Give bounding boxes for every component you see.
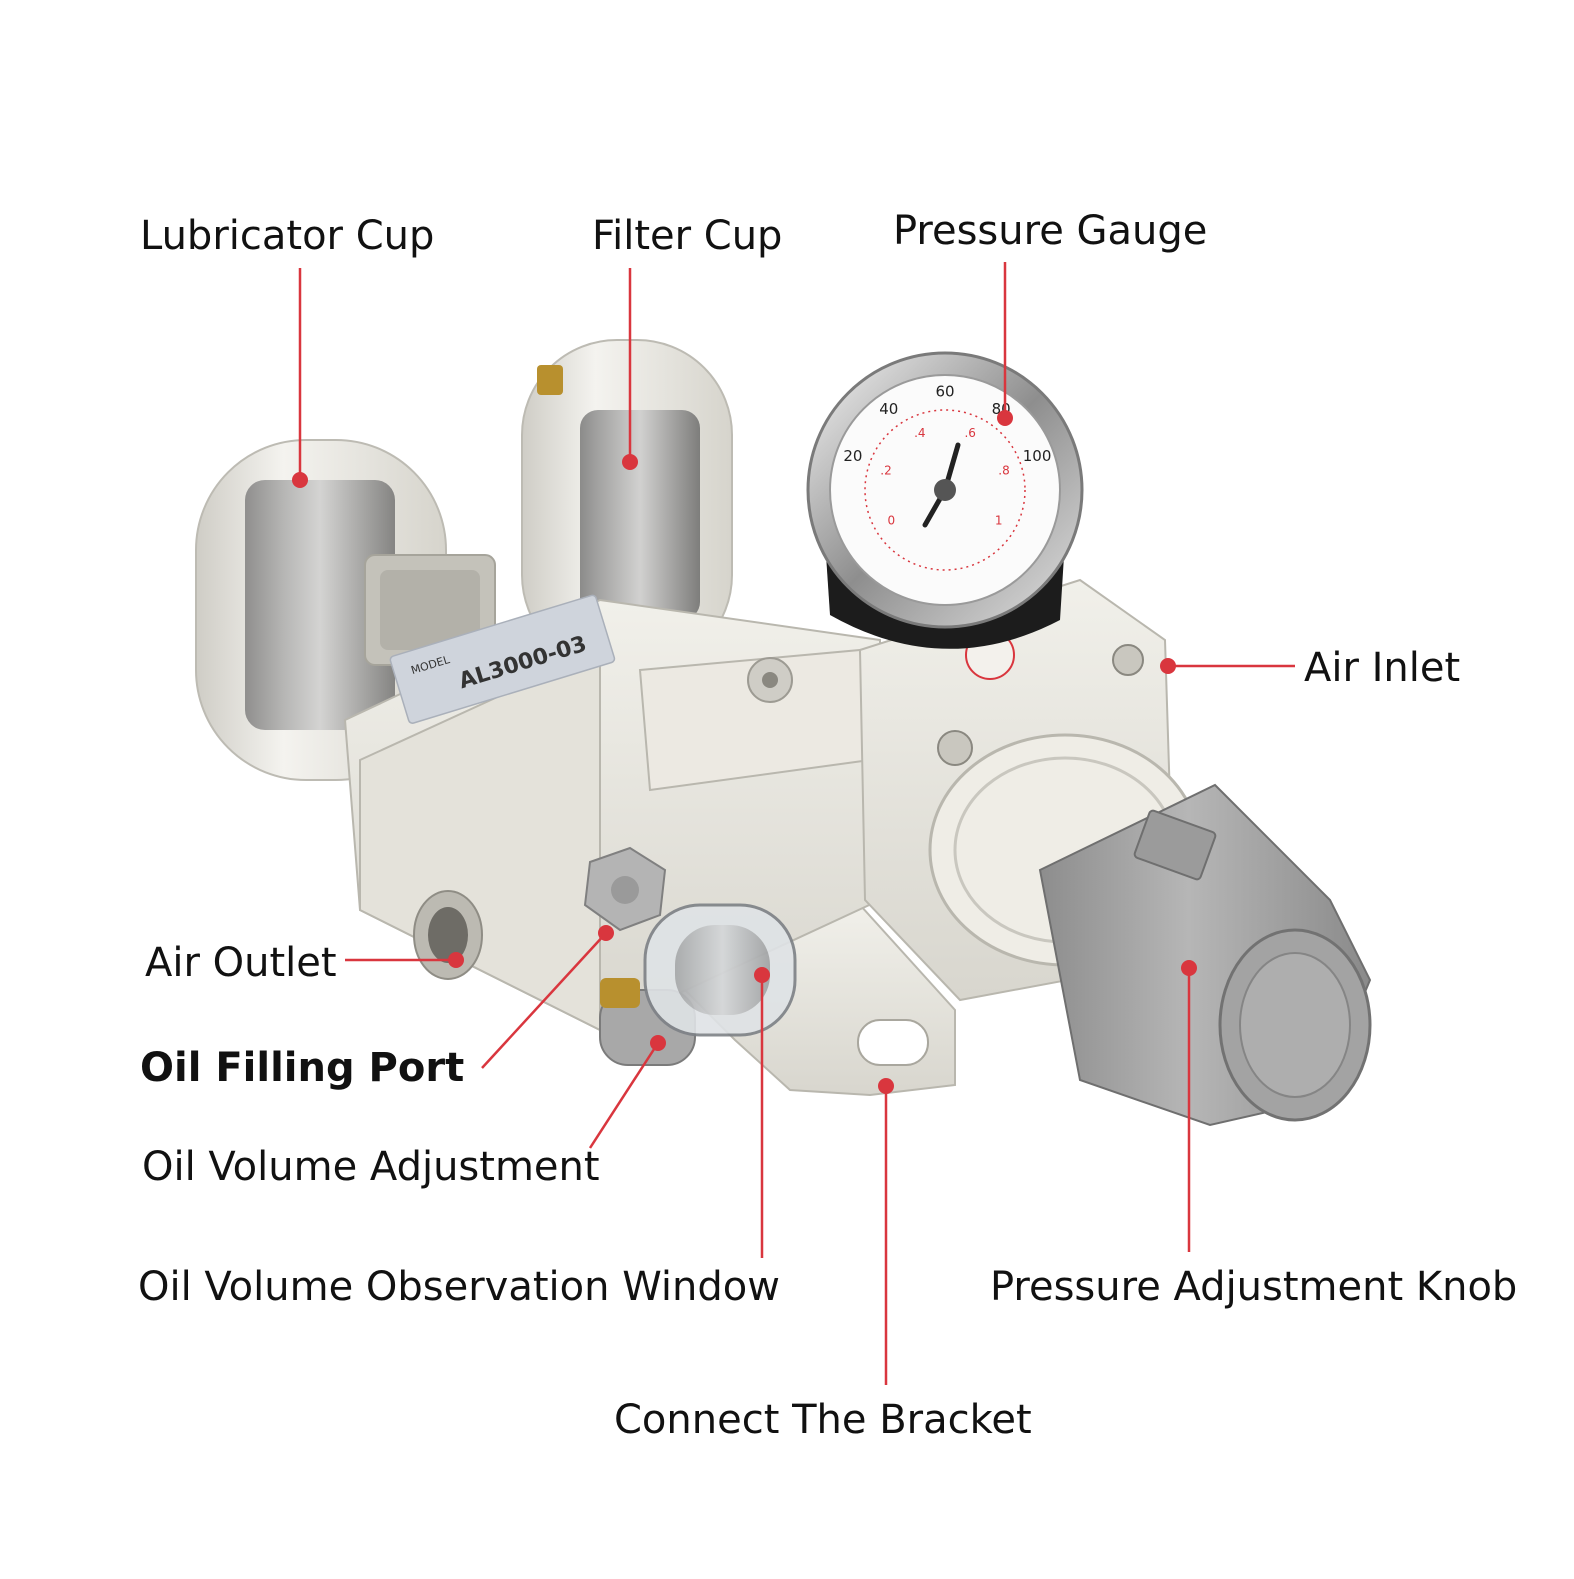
leader-dot-oil-volume-adjustment	[650, 1035, 666, 1051]
label-air-inlet: Air Inlet	[1304, 645, 1461, 691]
pressure-knob	[1038, 783, 1372, 1127]
label-oil-volume-observation-window: Oil Volume Observation Window	[138, 1264, 780, 1310]
gauge-mpa-label-1: .2	[880, 463, 891, 477]
sight-glass	[643, 903, 797, 1037]
gauge-mpa-label-4: .8	[998, 463, 1009, 477]
callout-leaders	[292, 262, 1295, 1385]
gauge-psi-label-0: 20	[843, 447, 862, 465]
gauge-mpa-label-2: .4	[914, 426, 925, 440]
lubricator-cup-body	[195, 439, 496, 781]
gauge-psi-label-2: 60	[935, 383, 954, 401]
label-filter-cup: Filter Cup	[592, 213, 783, 259]
label-connect-the-bracket: Connect The Bracket	[614, 1397, 1032, 1443]
leader-dot-oil-volume-observation-window	[754, 967, 770, 983]
leader-dot-air-inlet	[1160, 658, 1176, 674]
leader-line-oil-volume-adjustment	[588, 1042, 660, 1149]
gauge-mpa-label-0: 0	[887, 514, 895, 528]
gauge-psi-label-1: 40	[879, 400, 898, 418]
label-oil-volume-adjustment: Oil Volume Adjustment	[142, 1144, 600, 1190]
filter-cup-body	[521, 339, 733, 671]
label-pressure-gauge: Pressure Gauge	[893, 208, 1208, 254]
bracket-slot	[857, 1019, 929, 1066]
model-plate: MODEL AL3000-03	[389, 594, 616, 724]
gauge-mpa-label-3: .6	[964, 426, 975, 440]
label-air-outlet: Air Outlet	[145, 940, 337, 986]
regulator-screw-right	[1112, 644, 1144, 676]
label-lubricator-cup: Lubricator Cup	[140, 213, 435, 259]
regulator-screw-left	[937, 730, 973, 766]
gauge-psi-label-4: 100	[1023, 447, 1052, 465]
leader-dot-pressure-gauge	[997, 410, 1013, 426]
label-oil-filling-port: Oil Filling Port	[140, 1045, 465, 1091]
leader-dot-lubricator-cup	[292, 472, 308, 488]
leader-dot-pressure-adjustment-knob	[1181, 960, 1197, 976]
brass-drain-fitting	[537, 365, 563, 395]
main-body-block: MODEL AL3000-03	[343, 594, 881, 1066]
label-pressure-adjustment-knob: Pressure Adjustment Knob	[990, 1264, 1518, 1310]
leader-line-oil-filling-port	[481, 932, 607, 1069]
leader-dot-oil-filling-port	[598, 925, 614, 941]
leader-dot-connect-the-bracket	[878, 1078, 894, 1094]
leader-dot-air-outlet	[448, 952, 464, 968]
leader-dot-filter-cup	[622, 454, 638, 470]
gauge-mpa-label-5: 1	[995, 514, 1003, 528]
